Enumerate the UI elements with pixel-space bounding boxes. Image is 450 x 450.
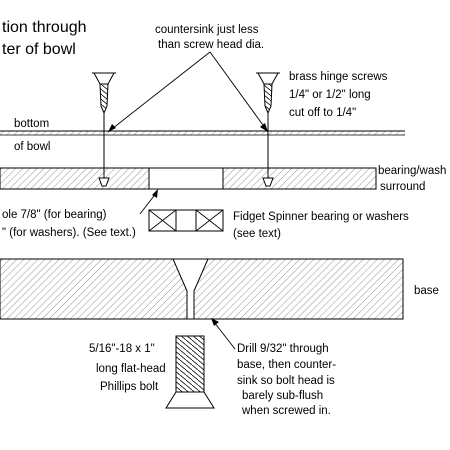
base-board [0,258,404,320]
label-screws-3: cut off to 1/4" [289,107,356,119]
left-hinge-screw [92,72,116,187]
bearing-washer-stack [148,209,224,232]
label-drill-1: Drill 9/32" through [237,343,329,355]
label-bearing-2: surround [380,181,425,193]
right-hinge-screw [256,72,280,187]
flat-head-bolt [165,335,215,409]
label-hole-1: ole 7/8" (for bearing) [2,209,107,221]
label-drill-5: when screwed in. [241,405,331,417]
label-drill-2: base, then counter- [237,359,336,371]
label-screws-2: 1/4" or 1/2" long [289,89,371,101]
countersink-leaders [107,51,269,133]
label-spinner-2: (see text) [233,228,281,240]
label-bottom: bottom [14,118,49,130]
label-countersink-2: than screw head dia. [158,39,264,51]
title-line-1: tion through [2,19,87,36]
label-base: base [414,285,439,297]
label-countersink-1: countersink just less [155,24,259,36]
label-of-bowl: of bowl [14,141,50,153]
hole-leader [139,189,158,215]
label-bearing-1: bearing/wash [378,165,446,177]
label-bolt-1: 5/16"-18 x 1" [89,343,155,355]
title-line-2: ter of bowl [2,41,76,58]
label-drill-3: sink so bolt head is [237,375,335,387]
label-hole-2: " (for washers). (See text.) [2,227,136,239]
label-screws-1: brass hinge screws [289,71,388,83]
label-bolt-3: Phillips bolt [100,381,159,393]
drill-leader [211,318,236,350]
label-bolt-2: long flat-head [96,363,166,375]
bearing-surround-plate [0,167,377,190]
bowl-bottom [0,130,405,136]
label-spinner-1: Fidget Spinner bearing or washers [233,211,409,223]
label-drill-4: barely sub-flush [242,390,323,402]
